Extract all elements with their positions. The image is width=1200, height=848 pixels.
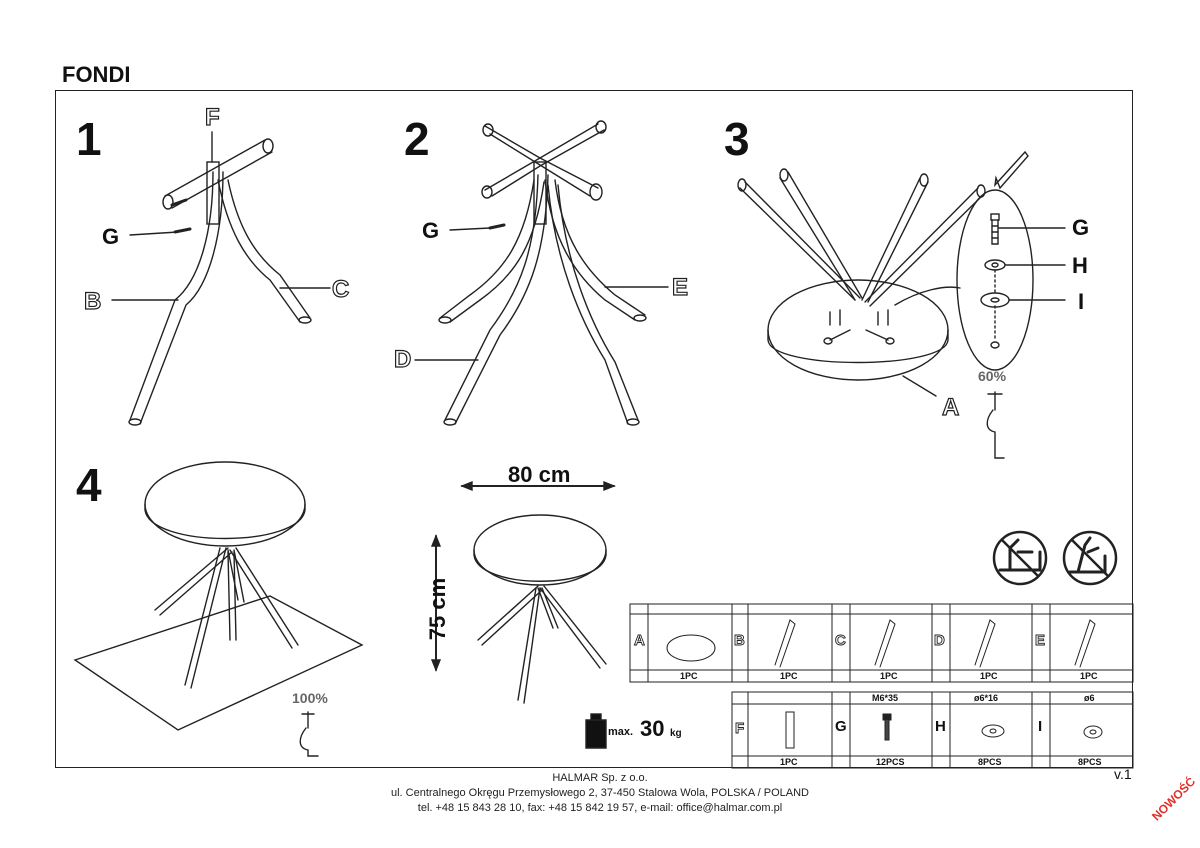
tool-strength: 60% [978,368,1007,384]
dimension-drawing [430,480,616,704]
hardware-spec: ø6 [1084,693,1095,703]
part-qty: 1PC [680,671,698,681]
part-label: B [83,287,102,315]
part-qty: 1PC [780,671,798,681]
part-letter: C [835,632,847,650]
hardware-qty: 1PC [780,757,798,767]
hardware-letter: I [1038,718,1043,735]
part-qty: 1PC [1080,671,1098,681]
part-letter: B [734,632,746,650]
part-label: D [393,345,412,373]
step-number: 1 [76,113,102,165]
hardware-spec: ø6*16 [974,693,999,703]
max-load-unit: kg [670,728,682,739]
part-label: G [102,224,120,249]
instruction-frame [55,90,1133,768]
warning-icons [992,530,1118,586]
step2-drawing [414,120,669,426]
part-letter: D [934,632,946,650]
hardware-letter: H [935,718,946,735]
tool-strength: 100% [292,690,328,706]
step4-drawing [73,461,364,757]
hardware-qty: 8PCS [978,757,1002,767]
weight-icon-shape [585,713,607,749]
part-qty: 1PC [980,671,998,681]
part-label: C [331,275,350,303]
footer-address: ul. Centralnego Okręgu Przemysłowego 2, … [390,787,809,799]
step-number: 4 [76,459,102,511]
part-label: A [941,393,960,421]
hardware-spec: M6*35 [872,693,899,703]
hardware-qty: 12PCS [876,757,905,767]
part-label: E [671,273,689,301]
width-dimension: 80 cm [508,462,571,487]
step-number: 2 [404,113,430,165]
step-number: 3 [724,113,750,165]
footer-company: HALMAR Sp. z o.o. [552,772,648,784]
parts-table-grid [629,603,1134,769]
hardware-qty: 8PCS [1078,757,1102,767]
part-letter: E [1035,632,1046,650]
document-title: FONDI [62,62,131,87]
part-label: G [422,218,440,243]
part-label: F [204,103,220,131]
part-label: H [1072,253,1088,278]
step3-drawing [737,150,1066,459]
footer-contact: tel. +48 15 843 28 10, fax: +48 15 842 1… [417,802,783,814]
max-load-prefix: max. [608,726,634,738]
height-dimension: 75 cm [425,577,450,641]
part-qty: 1PC [880,671,898,681]
version-label: v.1 [1114,766,1132,782]
part-label: G [1072,215,1090,240]
max-load-value: 30 [640,716,665,741]
step1-drawing [111,131,331,426]
part-label: I [1078,289,1085,314]
hardware-letter: G [835,718,847,735]
part-letter: A [634,632,646,650]
hardware-letter: F [735,720,745,738]
